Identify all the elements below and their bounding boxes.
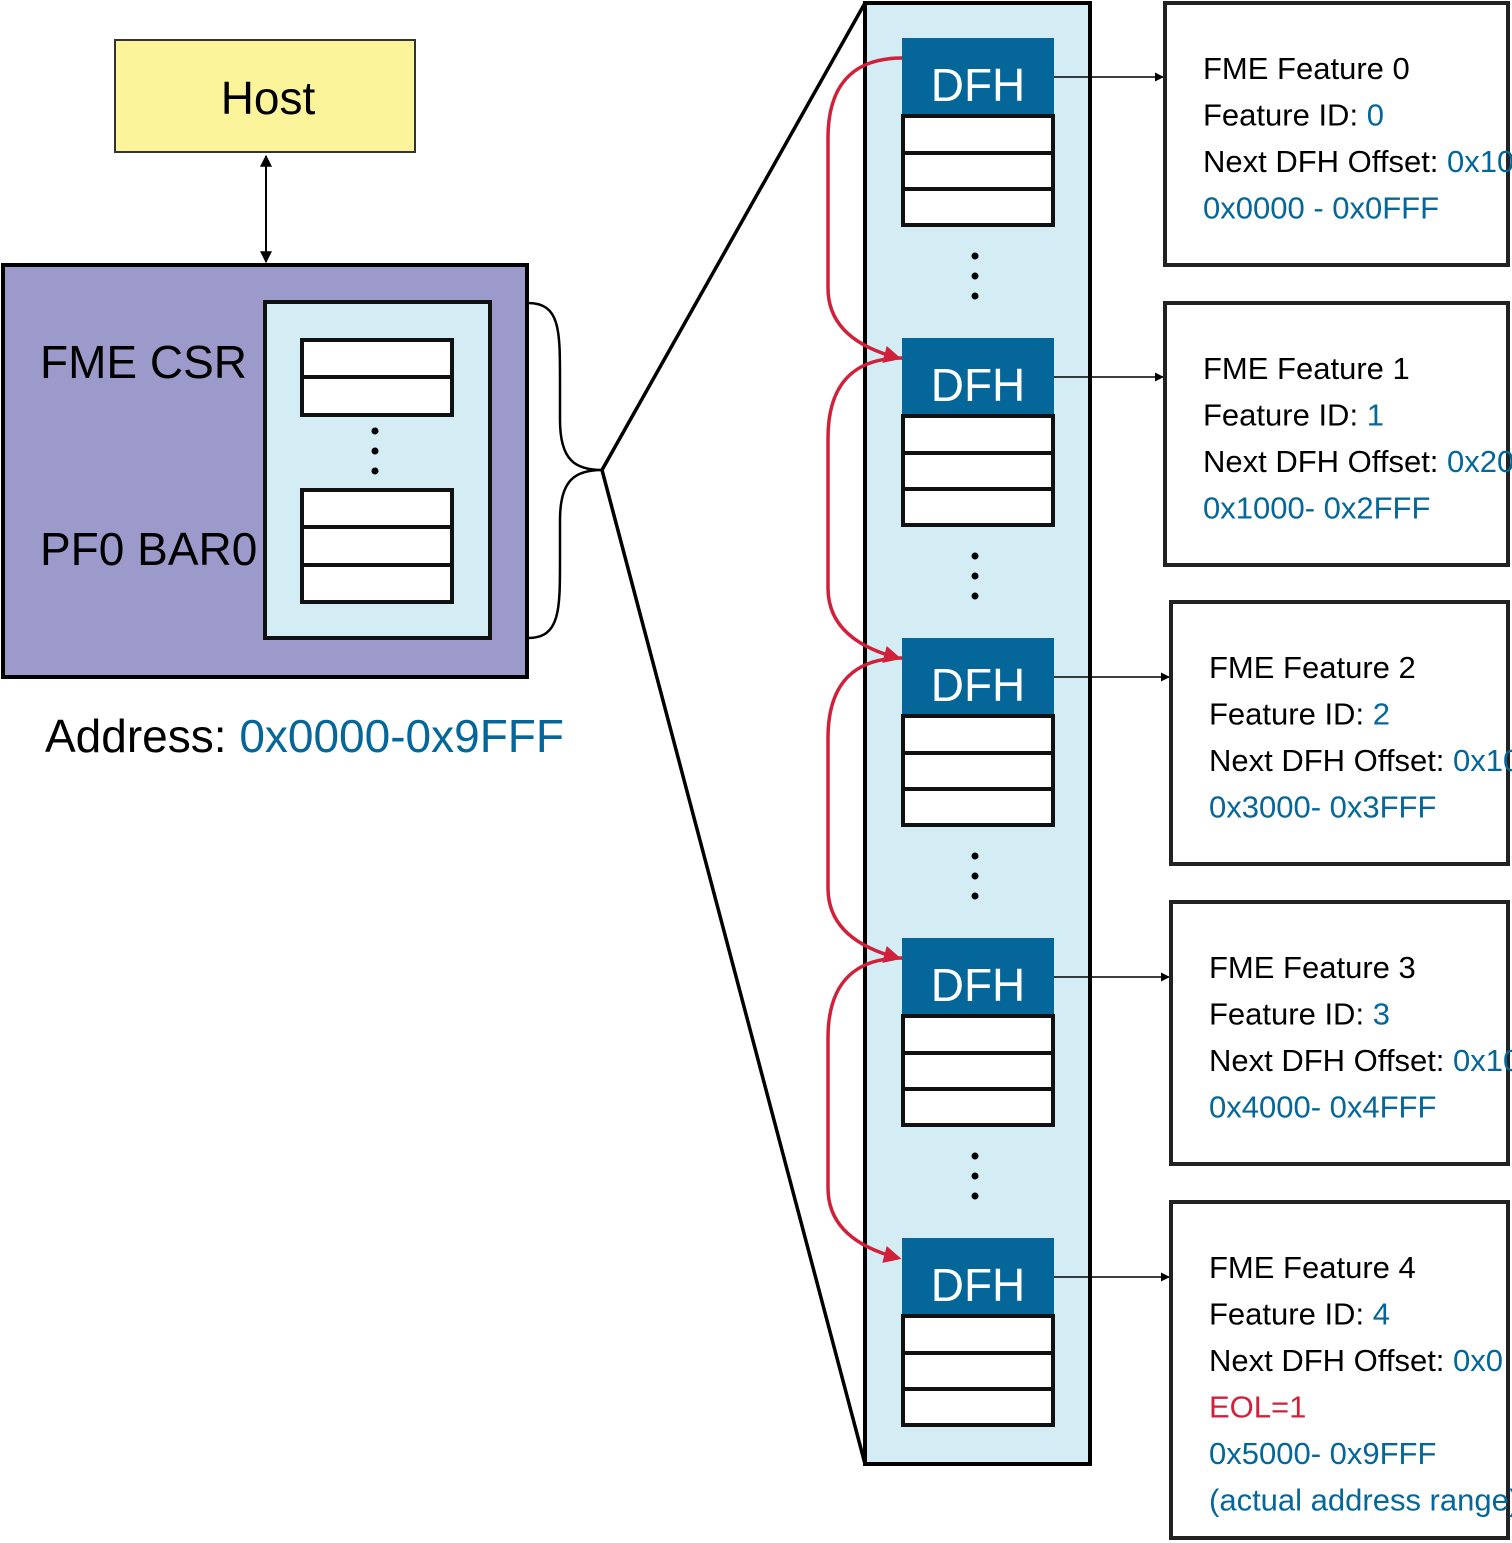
curly-brace — [527, 301, 603, 640]
register-stack-bottom — [300, 488, 454, 604]
feature-box-2: FME Feature 2 Feature ID: 2 Next DFH Offse… — [1169, 600, 1512, 866]
ellipsis-dots — [971, 852, 979, 900]
feature-box-frame — [1169, 900, 1510, 1166]
next-dfh-offset: Next DFH Offset: 0x0 — [1209, 1343, 1503, 1378]
feature-title: FME Feature 4 — [1209, 1250, 1416, 1285]
dfh-node-4: DFH — [901, 1238, 1055, 1427]
dfh-header — [902, 1238, 1054, 1316]
feature-id: Feature ID: 0 — [1203, 98, 1384, 133]
ellipsis-dots — [971, 252, 979, 300]
dfh-label: DFH — [931, 659, 1026, 711]
ellipsis-dots — [971, 1152, 979, 1200]
dfh-label: DFH — [931, 959, 1026, 1011]
next-dfh-offset: Next DFH Offset: 0x1000 — [1203, 144, 1512, 179]
dfh-register-rows — [901, 114, 1055, 227]
dfh-register-rows — [901, 414, 1055, 527]
address-range-note: (actual address range) — [1209, 1483, 1512, 1518]
dfh-node-3: DFH — [901, 938, 1055, 1127]
feature-box-frame — [1169, 600, 1510, 866]
feature-id: Feature ID: 2 — [1209, 697, 1390, 732]
feature-title: FME Feature 0 — [1203, 51, 1410, 86]
address-range: 0x0000 - 0x0FFF — [1203, 191, 1439, 226]
address-text: Address: 0x0000-0x9FFF — [45, 710, 564, 762]
dfh-label: DFH — [931, 59, 1026, 111]
next-dfh-link-arrow-3 — [826, 956, 903, 1263]
address-range: 0x1000- 0x2FFF — [1203, 491, 1430, 526]
feature-boxes: FME Feature 0 Feature ID: 0 Next DFH Offse… — [1163, 1, 1512, 1540]
address-range: 0x3000- 0x3FFF — [1209, 790, 1436, 825]
dfh-next-links — [826, 56, 903, 1263]
dfh-node-0: DFH — [901, 38, 1055, 227]
dfh-register-rows — [901, 1014, 1055, 1127]
dfh-label: DFH — [931, 1259, 1026, 1311]
dfh-header — [902, 38, 1054, 116]
dfh-node-2: DFH — [901, 638, 1055, 827]
feature-arrows — [1054, 72, 1170, 1282]
dfh-header — [902, 338, 1054, 416]
feature-box-frame — [1163, 301, 1510, 567]
next-dfh-link-arrow-0 — [826, 56, 903, 363]
dfh-register-rows — [901, 714, 1055, 827]
next-dfh-offset: Next DFH Offset: 0x1000 — [1209, 743, 1512, 778]
ellipsis-dots — [971, 552, 979, 600]
feature-id: Feature ID: 3 — [1209, 997, 1390, 1032]
feature-title: FME Feature 3 — [1209, 950, 1416, 985]
feature-id: Feature ID: 1 — [1203, 398, 1384, 433]
dfh-register-rows — [901, 1314, 1055, 1427]
host-label: Host — [221, 72, 316, 124]
ellipsis-dots — [371, 427, 379, 475]
feature-box-frame — [1163, 1, 1510, 267]
pf0-bar0-label: PF0 BAR0 — [40, 523, 257, 575]
feature-box-0: FME Feature 0 Feature ID: 0 Next DFH Offse… — [1163, 1, 1512, 267]
address-range: 0x4000- 0x4FFF — [1209, 1090, 1436, 1125]
host-box — [114, 39, 416, 153]
zoom-line-top — [600, 2, 867, 471]
register-stack-top — [300, 338, 454, 417]
dfh-node-1: DFH — [901, 338, 1055, 527]
next-dfh-link-arrow-2 — [826, 656, 903, 963]
feature-box-1: FME Feature 1 Feature ID: 1 Next DFH Offse… — [1163, 301, 1512, 567]
next-dfh-link-arrow-1 — [826, 356, 903, 663]
zoom-line-bottom — [600, 469, 867, 1465]
next-dfh-offset: Next DFH Offset: 0x1000 — [1209, 1043, 1512, 1078]
eol-flag: EOL=1 — [1209, 1390, 1306, 1425]
fme-csr-label: FME CSR — [40, 336, 247, 388]
feature-box-frame — [1169, 1200, 1510, 1540]
next-dfh-offset: Next DFH Offset: 0x2000 — [1203, 444, 1512, 479]
feature-id: Feature ID: 4 — [1209, 1297, 1390, 1332]
fme-block: FME CSR PF0 BAR0 — [1, 263, 529, 679]
address-label: Address: — [45, 710, 239, 762]
feature-title: FME Feature 1 — [1203, 351, 1410, 386]
dfh-label: DFH — [931, 359, 1026, 411]
host-node: Host — [114, 39, 416, 153]
feature-box-4: FME Feature 4 Feature ID: 4 Next DFH Offse… — [1169, 1200, 1512, 1540]
dfh-header — [902, 638, 1054, 716]
feature-box-3: FME Feature 3 Feature ID: 3 Next DFH Offse… — [1169, 900, 1512, 1166]
dfh-header — [902, 938, 1054, 1016]
feature-title: FME Feature 2 — [1209, 650, 1416, 685]
address-range: 0x5000- 0x9FFF — [1209, 1436, 1436, 1471]
address-value: 0x0000-0x9FFF — [239, 710, 564, 762]
dfh-groups: DFH DFH DFH DFH DFH — [901, 38, 1055, 1427]
